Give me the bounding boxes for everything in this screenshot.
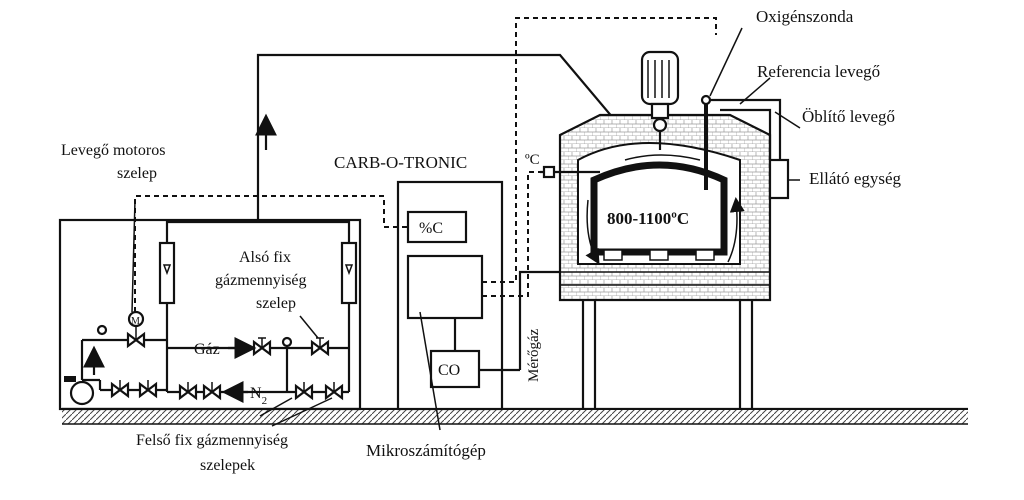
label-celsius: ºC	[525, 152, 540, 168]
label-percent-c: %C	[419, 220, 443, 237]
microcomputer-box	[406, 254, 484, 320]
label-merogaz: Mérőgáz	[526, 328, 542, 382]
label-felso-fix-2: szelepek	[200, 457, 255, 474]
label-oblito-levego: Öblítő levegő	[802, 107, 895, 126]
label-n2: N2	[250, 385, 267, 407]
label-temperature-range: 800-1100ºC	[607, 209, 689, 228]
n2-valve-1	[178, 382, 198, 401]
motor-valve	[126, 310, 146, 349]
label-felso-fix-1: Felső fix gázmennyiség	[136, 432, 288, 449]
supply-unit	[710, 98, 800, 200]
n2-valve-2	[202, 382, 222, 401]
label-referencia-levego: Referencia levegő	[757, 62, 880, 81]
motor-symbol-m: M	[131, 316, 140, 327]
label-also-fix-3: szelep	[256, 295, 296, 312]
measuring-gas-line	[518, 270, 560, 370]
label-also-fix-1: Alsó fix	[239, 249, 291, 266]
air-valve-1	[110, 380, 130, 399]
label-also-fix-2: gázmennyiség	[215, 272, 307, 289]
text-labels: Oxigénszonda Referencia levegő Öblítő le…	[61, 7, 902, 474]
air-valve-2	[138, 380, 158, 399]
signal-lines	[134, 17, 717, 312]
gas-valve-2	[310, 337, 330, 357]
label-gaz: Gáz	[194, 341, 220, 358]
upper-valve-1	[294, 382, 314, 401]
co-analyzer-box	[429, 349, 481, 389]
label-ellato-egyseg: Ellátó egység	[809, 169, 902, 188]
flowmeter-right	[340, 241, 358, 305]
label-oxigenszonda: Oxigénszonda	[756, 7, 854, 26]
gas-panel-frame	[58, 218, 362, 411]
leader-lines	[131, 27, 801, 431]
label-carb-o-tronic: CARB-O-TRONIC	[334, 153, 467, 172]
gas-piping	[64, 53, 641, 406]
valve-symbols	[96, 310, 344, 401]
label-levego-motoros-1: Levegő motoros	[61, 142, 165, 159]
label-mikroszamitogep: Mikroszámítógép	[366, 441, 486, 460]
label-co: CO	[438, 362, 460, 379]
flowmeter-left	[158, 241, 176, 305]
label-levego-motoros-2: szelep	[117, 165, 157, 182]
ground-floor	[62, 407, 968, 425]
gas-valve-1	[252, 337, 272, 357]
upper-valve-2	[324, 382, 344, 401]
furnace	[540, 50, 772, 409]
percent-c-display	[406, 210, 468, 244]
